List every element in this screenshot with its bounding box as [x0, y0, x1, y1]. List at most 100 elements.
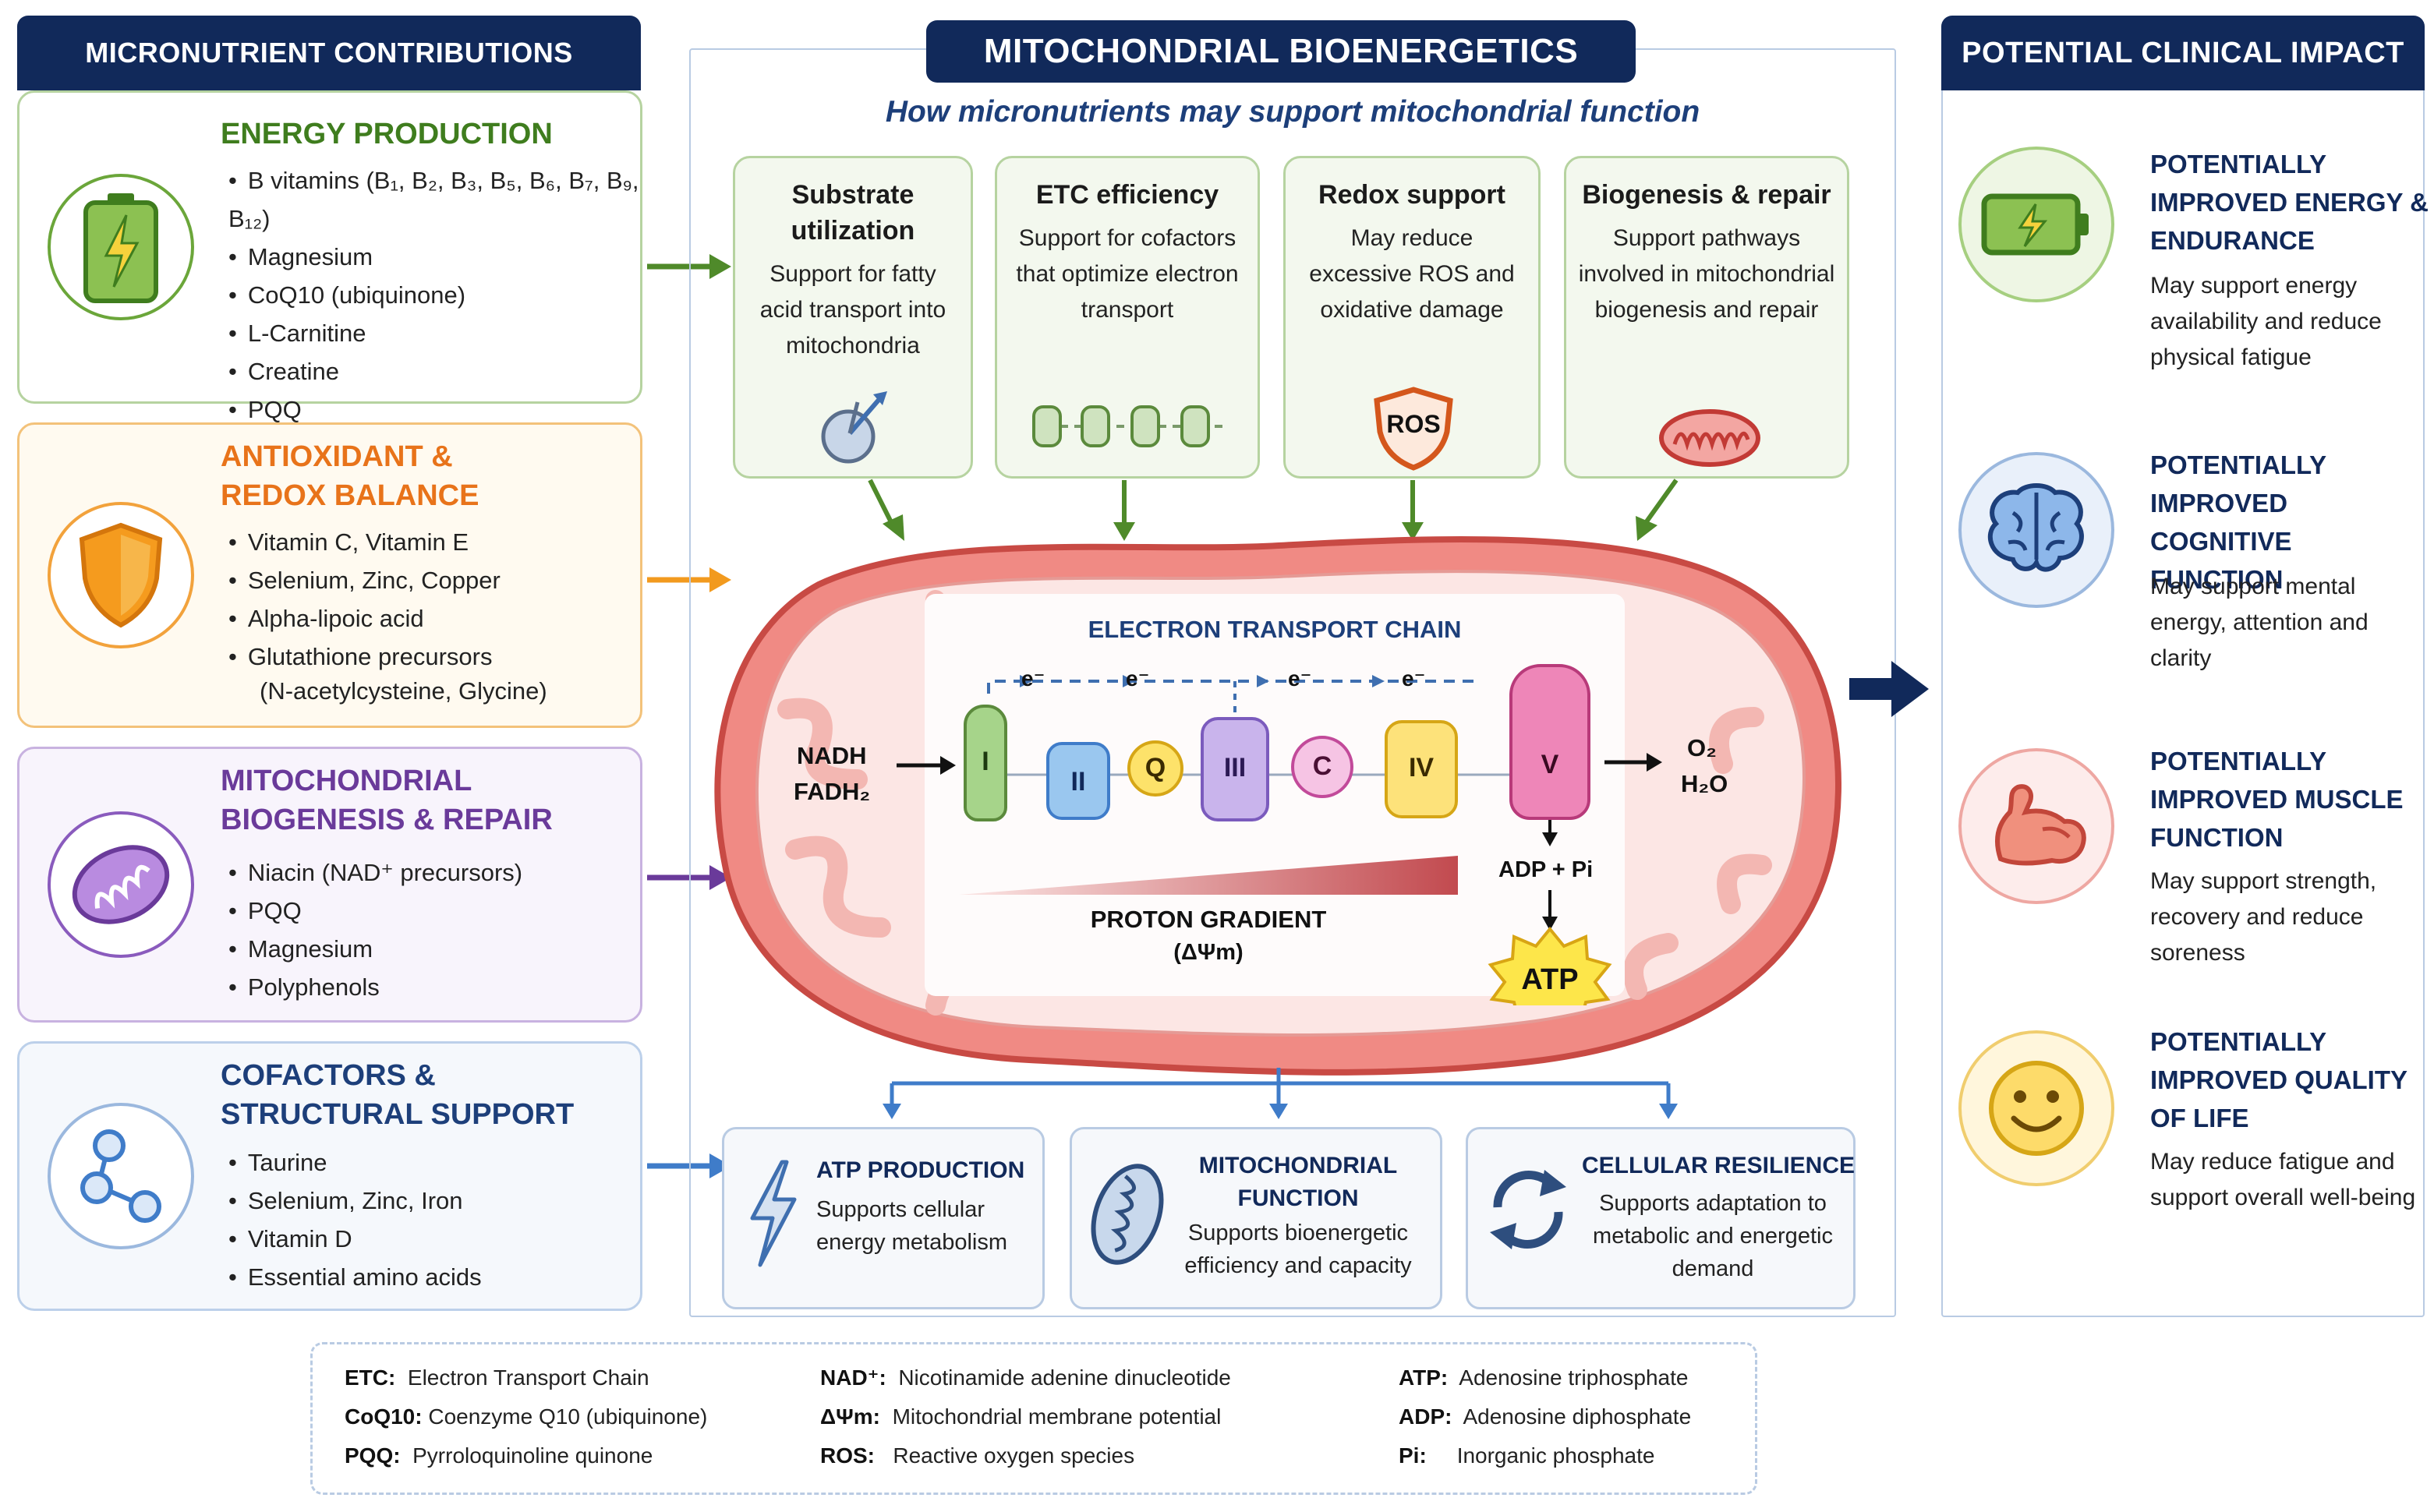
complex-ii-label: II: [1070, 767, 1086, 797]
legend-entry: CoQ10: Coenzyme Q10 (ubiquinone): [345, 1401, 707, 1433]
biogenesis-repair-title: Biogenesis & repair: [1582, 180, 1831, 210]
cofactors-list: Taurine Selenium, Zinc, Iron Vitamin D E…: [228, 1143, 482, 1296]
impact-cognitive-title: POTENTIALLY IMPROVED COGNITIVE FUNCTION: [2150, 450, 2326, 594]
electron-label: e⁻: [1126, 666, 1150, 691]
proton-gradient-symbol: (ΔΨm): [1173, 940, 1244, 965]
legend-entry: NAD⁺: Nicotinamide adenine dinucleotide: [820, 1362, 1231, 1394]
cytochrome-c: [1291, 736, 1353, 798]
legend-entry: ATP: Adenosine triphosphate: [1399, 1362, 1688, 1394]
cellular-resilience-box: CELLULAR RESILIENCE Supports adaptation …: [1466, 1127, 1856, 1309]
substrate-utilization-box: Substrate utilization Support for fatty …: [733, 156, 973, 479]
legend-entry: Pi: Inorganic phosphate: [1399, 1440, 1654, 1471]
cellular-resilience-desc: Supports adaptation to metabolic and ene…: [1593, 1191, 1833, 1281]
biogenesis-repair-desc: Support pathways involved in mitochondri…: [1578, 225, 1835, 323]
cofactors-title-line1: COFACTORS &: [221, 1059, 436, 1092]
adp-pi-label: ADP + Pi: [1498, 857, 1594, 882]
list-item: Magnesium: [228, 238, 640, 276]
center-subtitle: How micronutrients may support mitochond…: [885, 95, 1700, 129]
legend-entry: ETC: Electron Transport Chain: [345, 1362, 649, 1394]
mitochondrial-function-title: MITOCHONDRIAL FUNCTION: [1198, 1153, 1398, 1211]
antioxidant-title-line1: ANTIOXIDANT &: [221, 440, 453, 473]
oxygen-label: O₂: [1687, 734, 1717, 761]
legend-full: Electron Transport Chain: [407, 1365, 649, 1390]
nadh-label: NADH: [797, 742, 867, 769]
list-item: CoQ10 (ubiquinone): [228, 276, 640, 314]
complex-iv: [1385, 720, 1458, 818]
list-item: Creatine: [228, 352, 640, 390]
list-item: Vitamin C, Vitamin E: [228, 523, 501, 561]
left-header: MICRONUTRIENT CONTRIBUTIONS: [17, 16, 641, 90]
cofactors-title-line2: STRUCTURAL SUPPORT: [221, 1098, 575, 1131]
transport-icon: [821, 391, 887, 464]
cytochrome-c-label: C: [1312, 751, 1332, 781]
coenzyme-q: [1127, 740, 1183, 797]
legend-full: Reactive oxygen species: [893, 1443, 1135, 1468]
complex-chain-icon: [1032, 405, 1226, 447]
legend-abbr: NAD⁺:: [820, 1365, 886, 1390]
mitochondrion-icon: [1091, 1164, 1164, 1265]
substrate-utilization-desc: Support for fatty acid transport into mi…: [759, 261, 946, 359]
biogenesis-card: MITOCHONDRIAL BIOGENESIS & REPAIR Niacin…: [17, 747, 642, 1023]
impact-quality-desc: May reduce fatigue and support overall w…: [2150, 1149, 2416, 1210]
impact-cognitive-desc: May support mental energy, attention and…: [2150, 574, 2369, 671]
list-item: Polyphenols: [228, 968, 522, 1006]
cycle-icon: [1490, 1170, 1566, 1249]
coenzyme-q-label: Q: [1144, 753, 1166, 782]
redox-support-title: Redox support: [1318, 180, 1505, 210]
substrate-utilization-title: Substrate utilization: [791, 180, 915, 246]
list-item: Essential amino acids: [228, 1258, 482, 1296]
legend-abbr: ADP:: [1399, 1404, 1452, 1429]
atp-synthase: [1509, 664, 1590, 820]
electron-label: e⁻: [1288, 666, 1312, 691]
impact-arrow: [1849, 661, 1929, 717]
mitochondrion-icon: [48, 811, 194, 958]
atp-production-box: ATP PRODUCTION Supports cellular energy …: [722, 1127, 1045, 1309]
legend-full: Coenzyme Q10 (ubiquinone): [428, 1404, 708, 1429]
legend-entry: ADP: Adenosine diphosphate: [1399, 1401, 1691, 1433]
atp-synthase-label: V: [1541, 750, 1559, 779]
legend-entry: ΔΨm: Mitochondrial membrane potential: [820, 1401, 1221, 1433]
list-item: Glutathione precursors: [228, 638, 501, 676]
impact-energy-title: POTENTIALLY IMPROVED ENERGY & ENDURANCE: [2150, 150, 2429, 255]
molecule-icon: [48, 1103, 194, 1249]
impact-muscle-title: POTENTIALLY IMPROVED MUSCLE FUNCTION: [2150, 747, 2404, 852]
complex-iii-label: III: [1223, 753, 1247, 782]
biogenesis-title-line2: BIOGENESIS & REPAIR: [221, 804, 553, 836]
brain-icon: [1958, 452, 2114, 608]
impact-muscle-desc: May support strength, recovery and reduc…: [2150, 868, 2377, 966]
antioxidant-title: ANTIOXIDANT & REDOX BALANCE: [221, 437, 479, 515]
list-item: Vitamin D: [228, 1220, 482, 1258]
legend-full: Inorganic phosphate: [1456, 1443, 1655, 1468]
right-header: POTENTIAL CLINICAL IMPACT: [1941, 16, 2425, 90]
list-item: B vitamins (B₁, B₂, B₃, B₅, B₆, B₇, B₉, …: [228, 161, 640, 238]
battery-icon: [48, 174, 194, 320]
shield-icon: [48, 502, 194, 648]
ros-shield-icon: ROS: [1372, 387, 1455, 471]
energy-production-list: B vitamins (B₁, B₂, B₃, B₅, B₆, B₇, B₉, …: [228, 161, 640, 429]
abbreviation-legend: [310, 1342, 1757, 1495]
complex-i: [964, 705, 1007, 821]
list-item: Niacin (NAD⁺ precursors): [228, 853, 522, 892]
list-item: Selenium, Zinc, Copper: [228, 561, 501, 599]
input-arrows: [647, 254, 731, 1178]
biogenesis-title: MITOCHONDRIAL BIOGENESIS & REPAIR: [221, 761, 553, 839]
complex-ii: [1046, 742, 1110, 820]
legend-full: Adenosine diphosphate: [1463, 1404, 1692, 1429]
legend-full: Pyrroloquinoline quinone: [412, 1443, 653, 1468]
legend-abbr: ETC:: [345, 1365, 396, 1390]
redox-support-desc: May reduce excessive ROS and oxidative d…: [1309, 225, 1515, 323]
etc-panel: [925, 594, 1625, 996]
legend-abbr: ROS:: [820, 1443, 875, 1468]
antioxidant-title-line2: REDOX BALANCE: [221, 479, 479, 512]
mechanism-arrows: [868, 479, 1679, 541]
list-item: L-Carnitine: [228, 314, 640, 352]
complex-iii: [1201, 717, 1269, 821]
legend-abbr: CoQ10:: [345, 1404, 423, 1429]
antioxidant-list: Vitamin C, Vitamin E Selenium, Zinc, Cop…: [228, 523, 501, 676]
smiley-icon: [1958, 1030, 2114, 1186]
complex-i-label: I: [982, 747, 989, 776]
center-header: MITOCHONDRIAL BIOENERGETICS: [926, 20, 1636, 83]
mitochondrion-icon: [1659, 409, 1760, 467]
legend-abbr: ATP:: [1399, 1365, 1449, 1390]
biogenesis-list: Niacin (NAD⁺ precursors) PQQ Magnesium P…: [228, 853, 522, 1006]
